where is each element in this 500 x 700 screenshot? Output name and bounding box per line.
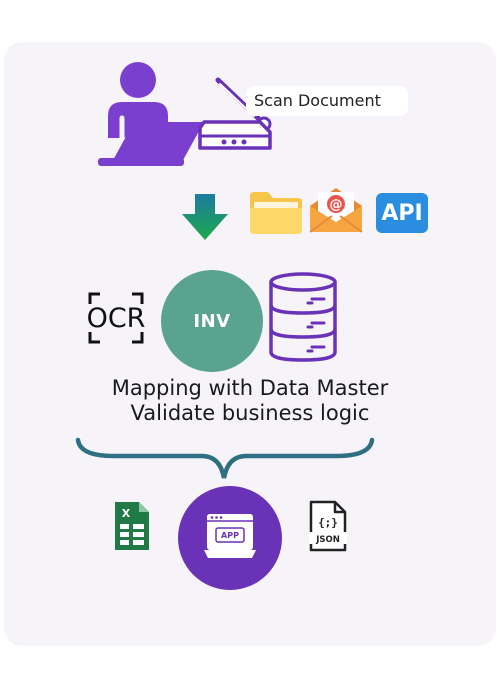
json-file-icon: {;} JSON <box>309 500 347 552</box>
excel-letter: X <box>122 507 131 520</box>
inv-label: INV <box>193 310 231 332</box>
down-arrow-icon <box>182 194 228 240</box>
svg-text:{;}: {;} <box>318 516 338 529</box>
json-label: JSON <box>315 535 340 545</box>
folder-icon <box>250 192 302 234</box>
invoice-circle: INV <box>161 270 263 372</box>
ocr-icon: OCR <box>86 302 146 334</box>
curly-brace-icon <box>75 437 375 479</box>
ocr-frame-icon <box>88 292 144 344</box>
svg-text:@: @ <box>330 198 343 213</box>
caption-mapping: Mapping with Data Master <box>111 376 389 400</box>
email-icon: @ <box>309 188 363 233</box>
excel-icon: X <box>115 502 149 550</box>
api-label: API <box>381 200 423 226</box>
user-at-laptop-icon <box>98 62 204 166</box>
scan-document-label: Scan Document <box>246 86 408 116</box>
app-label: APP <box>221 531 239 540</box>
api-icon: API <box>376 193 428 233</box>
app-icon: APP <box>204 514 256 558</box>
database-icon <box>269 272 337 362</box>
caption-validate: Validate business logic <box>130 401 370 425</box>
